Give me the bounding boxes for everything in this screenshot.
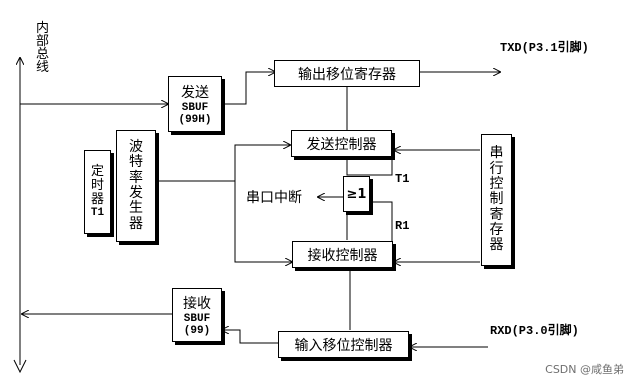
baud-char: 波 xyxy=(129,138,143,155)
receive-sbuf: 接收 SBUF (99) xyxy=(172,288,222,342)
receive-sbuf-line2: SBUF xyxy=(183,313,211,325)
send-sbuf-line2: SBUF xyxy=(181,102,209,114)
serial-reg-char: 控 xyxy=(489,175,504,192)
serial-reg-char: 制 xyxy=(489,191,504,208)
serial-reg-char: 存 xyxy=(489,222,504,239)
t1-flag-label: T1 xyxy=(395,172,410,186)
internal-bus-label: 内 部 总 线 xyxy=(36,22,49,74)
bus-label-char: 总 xyxy=(36,47,50,62)
csdn-watermark: CSDN @咸鱼弟 xyxy=(545,363,624,376)
output-shift-register: 输出移位寄存器 xyxy=(274,60,420,87)
baud-char: 发 xyxy=(129,185,143,201)
serial-reg-char: 器 xyxy=(489,237,504,254)
output-shift-register-label: 输出移位寄存器 xyxy=(298,66,396,83)
bus-label-char: 部 xyxy=(36,34,50,49)
serial-reg-char: 行 xyxy=(489,160,504,177)
bus-label-char: 内 xyxy=(36,21,50,36)
internal-bus-bottom-arrow xyxy=(13,359,27,374)
send-sbuf-to-output-shift xyxy=(222,72,275,105)
receive-sbuf-line1: 接收 xyxy=(183,296,211,312)
baud-char: 器 xyxy=(129,215,143,232)
send-sbuf: 发送 SBUF (99H) xyxy=(168,76,222,132)
baud-char: 生 xyxy=(129,200,143,217)
baud-char: 特 xyxy=(129,154,143,171)
send-ctrl-to-gate xyxy=(346,156,368,176)
send-sbuf-line1: 发送 xyxy=(181,85,209,101)
input-shift-controller-label: 输入移位控制器 xyxy=(294,337,393,354)
timer-char: 时 xyxy=(90,177,104,193)
or-gate: ≥1 xyxy=(343,176,370,212)
input-shift-controller: 输入移位控制器 xyxy=(278,331,409,358)
serial-control-register: 串 行 控 制 寄 存 器 xyxy=(481,134,512,266)
timer-char: 器 xyxy=(90,192,104,208)
baud-rate-generator: 波 特 率 发 生 器 xyxy=(116,130,156,242)
baud-to-recv-ctrl xyxy=(234,181,292,262)
receive-controller-label: 接收控制器 xyxy=(307,247,378,264)
bus-label-char: 线 xyxy=(36,60,50,75)
send-sbuf-line3: (99H) xyxy=(178,114,212,126)
input-shift-to-recv-sbuf xyxy=(222,330,278,344)
serial-interrupt-label: 串口中断 xyxy=(246,190,302,206)
send-controller-label: 发送控制器 xyxy=(306,136,377,153)
or-gate-label: ≥1 xyxy=(346,186,367,202)
rxd-label: RXD(P3.0引脚) xyxy=(490,324,579,338)
serial-reg-char: 寄 xyxy=(489,206,504,223)
r1-flag-label: R1 xyxy=(395,219,410,233)
txd-label: TXD(P3.1引脚) xyxy=(500,41,589,55)
gate-t1-wire xyxy=(368,160,393,176)
receive-sbuf-line3: (99) xyxy=(183,325,211,337)
send-controller: 发送控制器 xyxy=(291,130,392,157)
baud-to-send-ctrl xyxy=(234,145,290,181)
baud-char: 率 xyxy=(129,169,143,186)
receive-controller: 接收控制器 xyxy=(292,241,393,268)
serial-reg-char: 串 xyxy=(489,145,504,162)
timer-suffix: T1 xyxy=(90,207,105,220)
gate-r1-wire xyxy=(368,201,393,242)
timer-char: 定 xyxy=(90,163,104,179)
timer-t1: 定 时 器 T1 xyxy=(84,150,111,234)
